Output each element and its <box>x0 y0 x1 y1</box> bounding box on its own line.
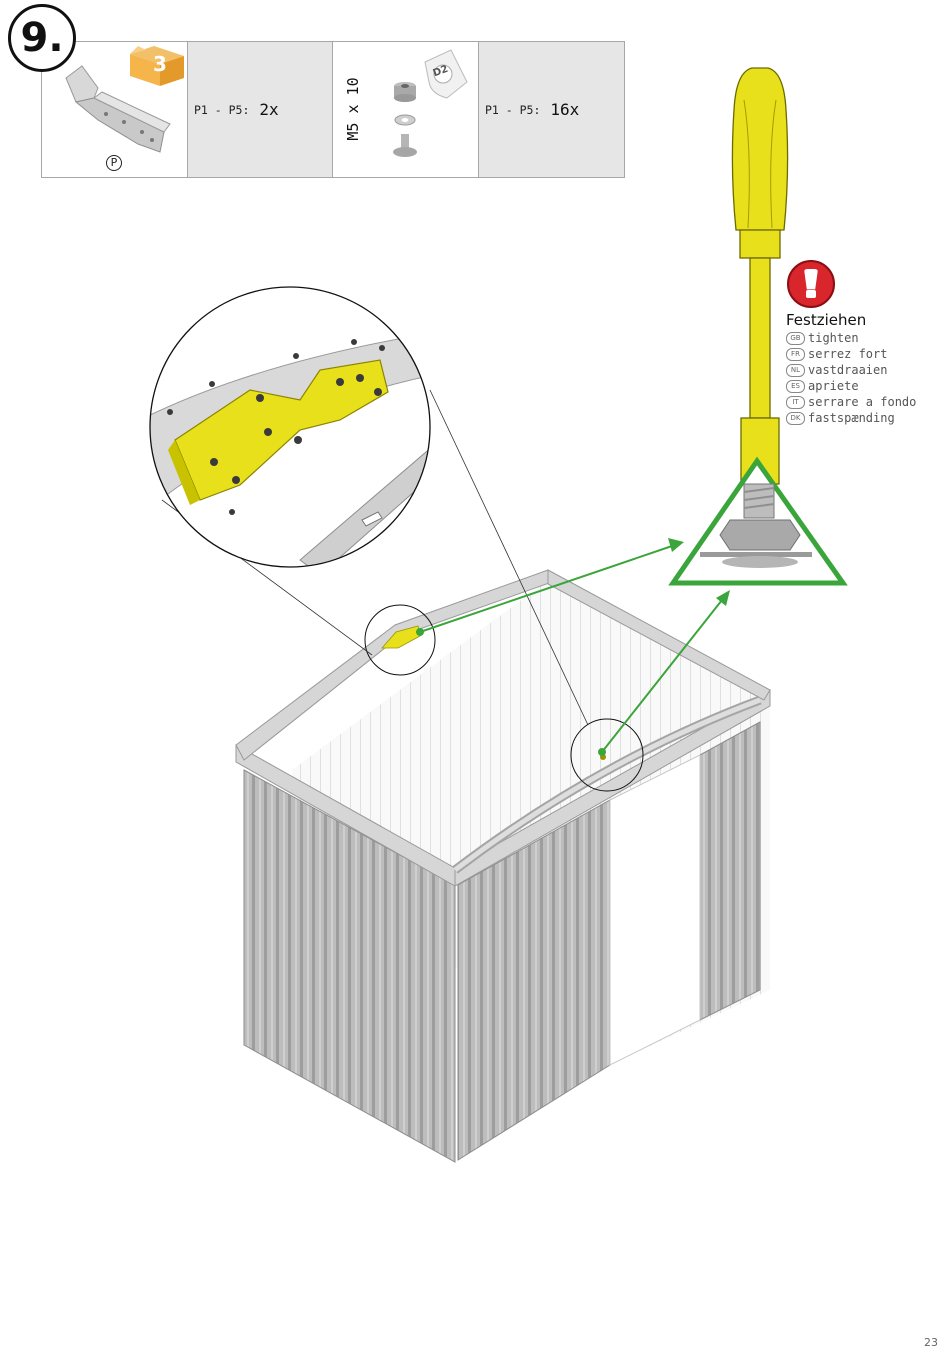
bracket-count: 2x <box>259 100 279 119</box>
tighten-instructions: Festziehen GB tighten FR serrez fort NL … <box>786 311 916 426</box>
bracket-range: P1 - P5: <box>194 102 250 117</box>
screw-quantity-cell: P1 - P5: 16x <box>479 42 624 177</box>
lang-badge: NL <box>786 363 805 377</box>
screw-range: P1 - P5: <box>485 102 541 117</box>
screw-set-illustration <box>393 49 468 157</box>
part-mark: P <box>106 155 122 171</box>
lang-badge: DK <box>786 411 805 425</box>
box-number: 3 <box>153 52 167 76</box>
screw-count: 16x <box>550 100 580 119</box>
screw-size-label: M5 x 10 <box>344 77 362 141</box>
translation-text: tighten <box>808 331 859 345</box>
bracket-quantity-cell: P1 - P5: 2x <box>188 42 333 177</box>
bracket-part-illustration <box>65 46 184 153</box>
lang-badge: IT <box>786 395 805 409</box>
translation-row: FR serrez fort <box>786 346 916 362</box>
translation-row: IT serrare a fondo <box>786 394 916 410</box>
lang-badge: FR <box>786 347 805 361</box>
step-number: 9. <box>8 4 76 72</box>
translation-text: serrez fort <box>808 347 888 361</box>
translation-row: ES apriete <box>786 378 916 394</box>
page-number: 23 <box>924 1336 938 1349</box>
screwdriver-icon <box>731 67 789 485</box>
translation-row: DK fastspænding <box>786 410 916 426</box>
bolt-detail <box>668 456 848 586</box>
translation-text: fastspænding <box>808 411 895 425</box>
translation-text: vastdraaien <box>808 363 888 377</box>
bracket-part-cell: 3 P <box>42 42 188 177</box>
screw-part-cell: M5 x 10 D2 <box>333 42 479 177</box>
parts-table: 3 P P1 - P5: 2x M5 x 10 D2 P1 - P5: 16x <box>41 41 625 178</box>
translation-text: serrare a fondo <box>808 395 917 409</box>
leader-line <box>429 389 589 726</box>
lang-badge: ES <box>786 379 805 393</box>
pointer-arrows <box>416 538 730 756</box>
roof-frame <box>235 569 771 887</box>
exclamation-warning-icon <box>787 260 835 308</box>
translation-row: GB tighten <box>786 330 916 346</box>
translation-row: NL vastdraaien <box>786 362 916 378</box>
magnified-detail <box>149 286 431 568</box>
translation-text: apriete <box>808 379 859 393</box>
lang-badge: GB <box>786 331 805 345</box>
front-wall <box>457 721 761 1161</box>
instruction-title: Festziehen <box>786 311 867 329</box>
